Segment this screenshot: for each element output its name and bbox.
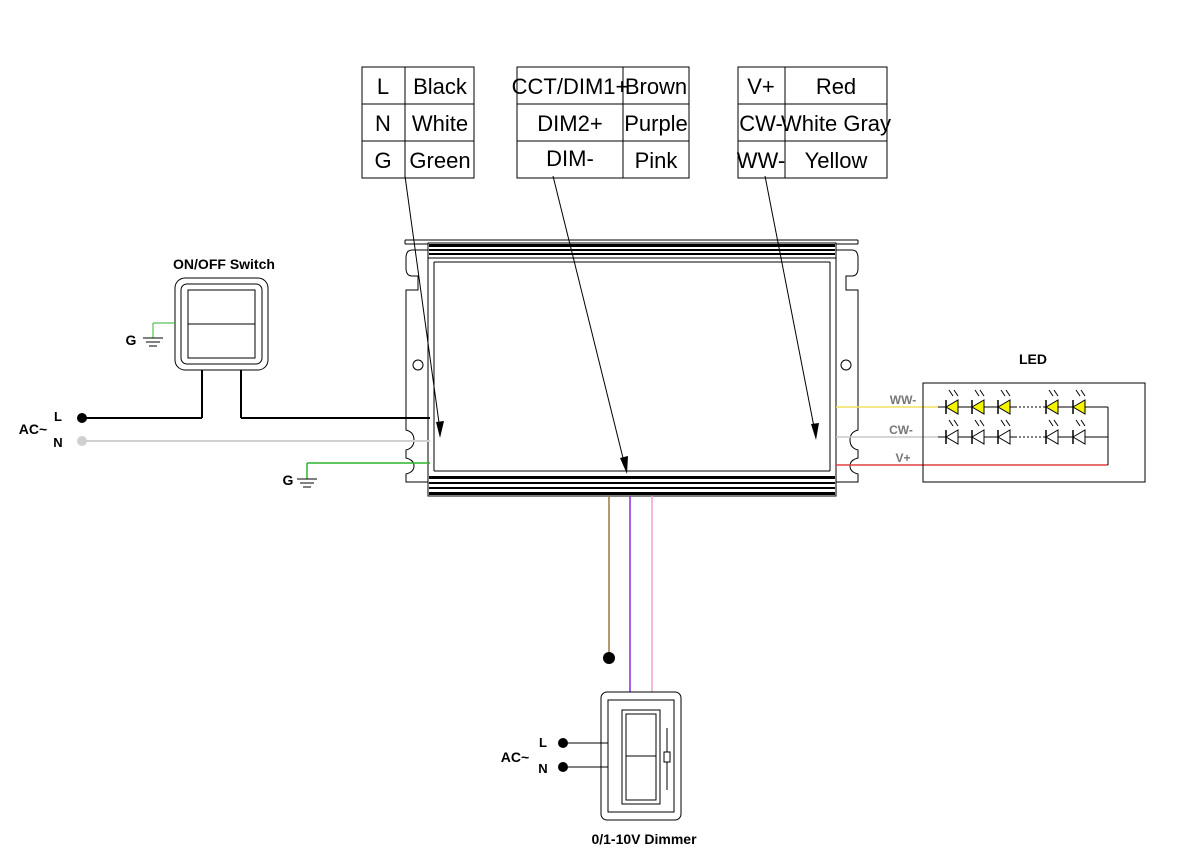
out-table-code-cw: CW- xyxy=(739,111,783,136)
dim-wire-table: CCT/DIM1+ Brown DIM2+ Purple DIM- Pink xyxy=(512,66,690,179)
ww-led-3 xyxy=(997,389,1011,415)
ac-wire-table: L Black N White G Green xyxy=(361,66,475,179)
dim-table-code-dimminus: DIM- xyxy=(546,146,594,171)
dim-table-color-purple: Purple xyxy=(624,111,688,136)
switch-title: ON/OFF Switch xyxy=(173,256,275,272)
out-table-code-vplus: V+ xyxy=(747,74,775,99)
dimmer: 0/1-10V Dimmer L N AC~ xyxy=(501,691,697,847)
dimmer-l-label: L xyxy=(539,735,547,750)
cw-led-3 xyxy=(997,419,1011,445)
on-off-switch: ON/OFF Switch G xyxy=(126,256,275,418)
ac-input-l-label: L xyxy=(54,409,62,424)
out-table-code-ww: WW- xyxy=(737,148,785,173)
out-table-color-yellow: Yellow xyxy=(805,148,868,173)
ac-table-color-white: White xyxy=(412,111,468,136)
cw-led-5 xyxy=(1072,419,1086,445)
dimmer-n-label: N xyxy=(538,761,547,776)
ac-table-code-g: G xyxy=(374,148,391,173)
dim-table-color-pink: Pink xyxy=(635,148,679,173)
output-wire-table: V+ Red CW- White Gray WW- Yellow xyxy=(737,66,891,179)
led-module: LED xyxy=(922,351,1146,483)
ac-table-color-green: Green xyxy=(409,148,470,173)
ww-led-1 xyxy=(945,389,959,415)
led-title: LED xyxy=(1019,351,1047,367)
driver-ground-label: G xyxy=(283,472,294,488)
led-vplus-label: V+ xyxy=(895,451,910,465)
out-table-color-red: Red xyxy=(816,74,856,99)
led-ww-label: WW- xyxy=(890,393,916,407)
dim-table-code-dim2: DIM2+ xyxy=(537,111,602,136)
led-cw-label: CW- xyxy=(889,423,913,437)
ww-led-string xyxy=(938,389,1090,415)
dimmer-title: 0/1-10V Dimmer xyxy=(591,831,697,847)
ac-table-color-black: Black xyxy=(413,74,468,99)
cw-led-string xyxy=(938,419,1090,445)
output-wires: WW- CW- V+ xyxy=(836,393,1108,466)
ac-input-n-label: N xyxy=(53,435,62,450)
dim-table-color-brown: Brown xyxy=(625,74,687,99)
dimmer-ac-label: AC~ xyxy=(501,749,529,765)
cw-led-4 xyxy=(1045,419,1059,445)
ww-led-4 xyxy=(1045,389,1059,415)
ac-input-label: AC~ xyxy=(19,421,47,437)
cw-led-2 xyxy=(971,419,985,445)
ac-table-code-n: N xyxy=(375,111,391,136)
ac-input: AC~ L N G xyxy=(19,409,430,488)
switch-ground-label: G xyxy=(126,332,137,348)
ac-table-code-l: L xyxy=(377,74,389,99)
ww-led-2 xyxy=(971,389,985,415)
pointer-arrows xyxy=(404,175,819,474)
dim-table-code-cct: CCT/DIM1+ xyxy=(512,74,629,99)
dimmer-wires xyxy=(603,496,653,692)
led-driver xyxy=(404,239,859,497)
cw-led-1 xyxy=(945,419,959,445)
out-table-color-whitegray: White Gray xyxy=(781,111,891,136)
ww-led-5 xyxy=(1072,389,1086,415)
